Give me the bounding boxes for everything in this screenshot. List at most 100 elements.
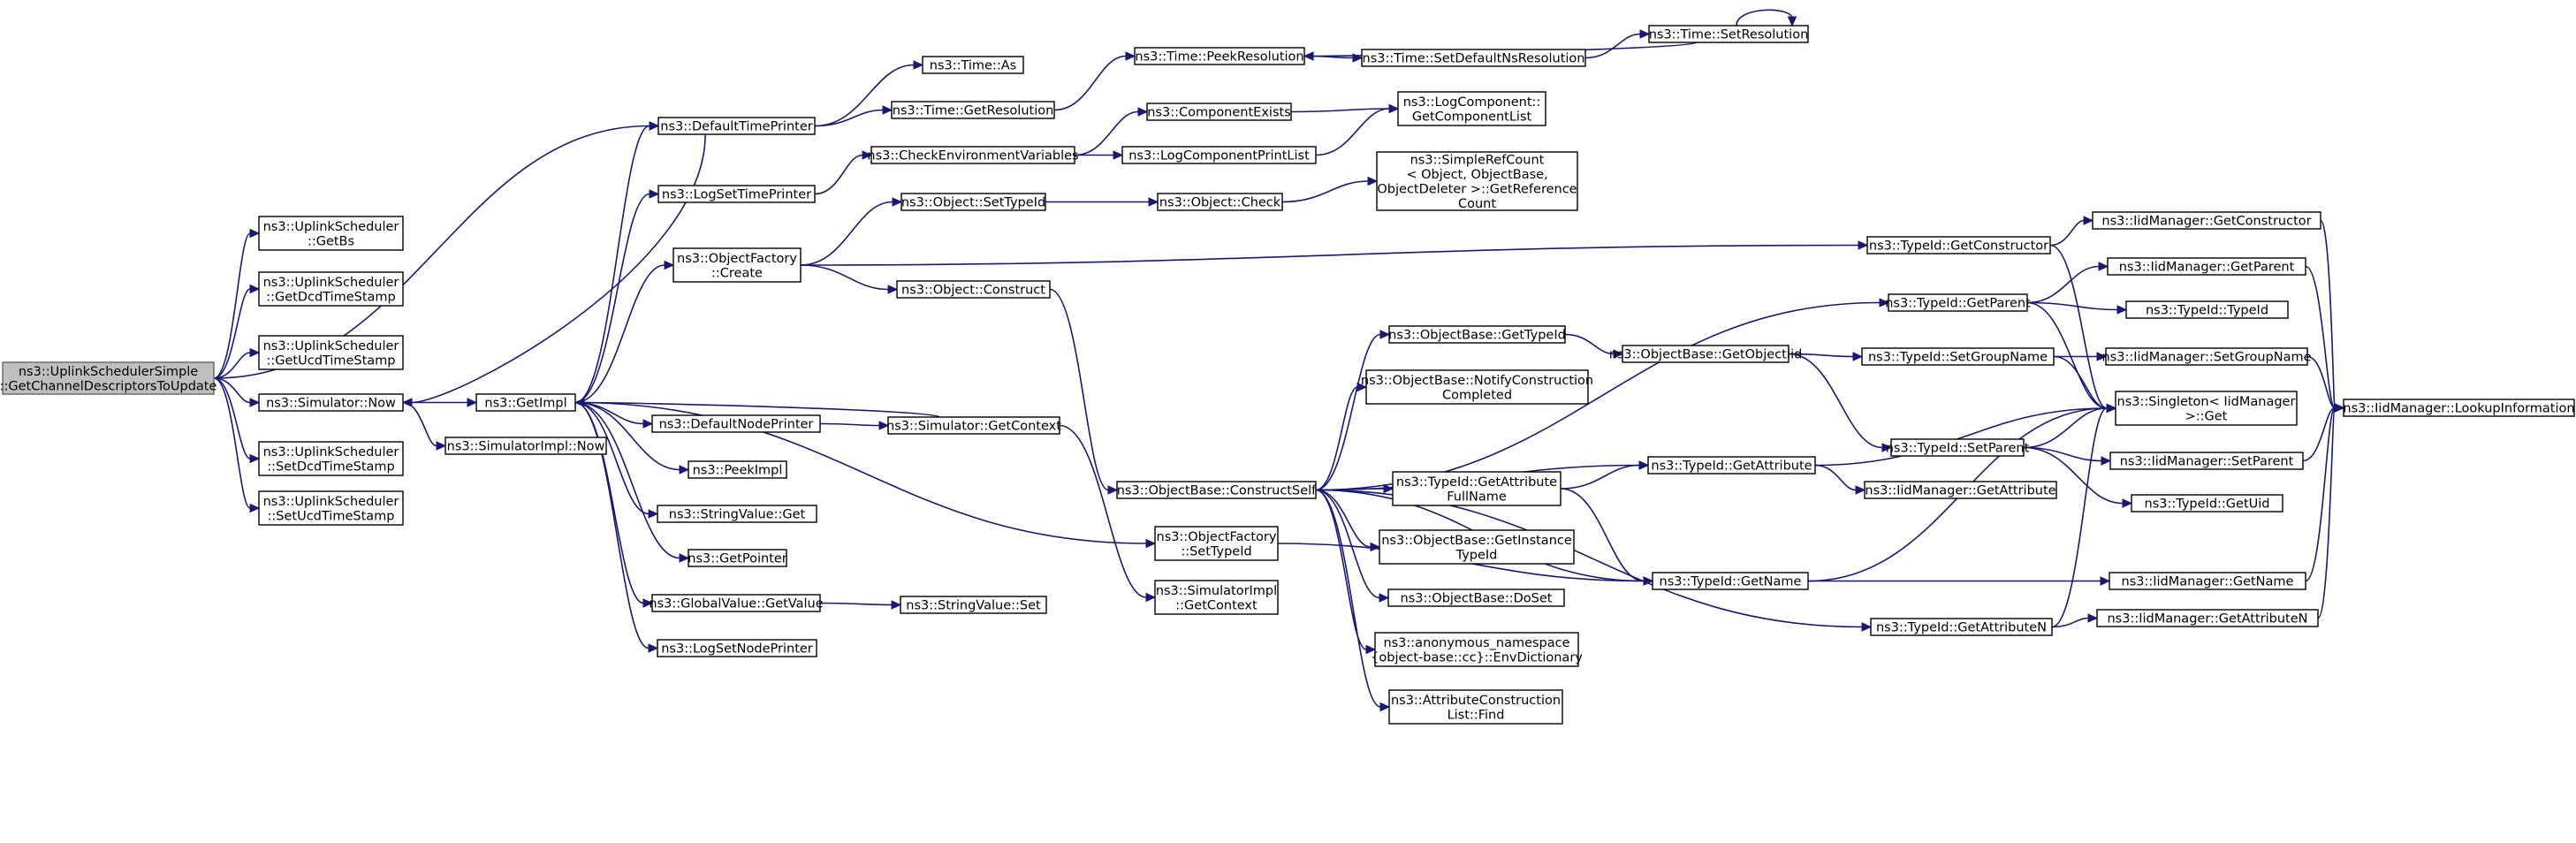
node-ns3-typeid-getconstructor[interactable]: ns3::TypeId::GetConstructor [1866, 236, 2051, 254]
node-box[interactable] [258, 490, 404, 526]
node-box[interactable] [1365, 369, 1589, 405]
node-box[interactable] [2125, 300, 2289, 319]
node-box[interactable] [1376, 151, 1578, 211]
node-ns3-getpointer[interactable]: ns3::GetPointer [688, 549, 787, 567]
node-box[interactable] [258, 393, 404, 412]
node-box[interactable] [1379, 529, 1575, 565]
node-ns3-simulatorimpl-getcontext[interactable]: ns3::SimulatorImpl::GetContext [1154, 580, 1279, 615]
node-box[interactable] [2105, 347, 2308, 366]
node-box[interactable] [2131, 494, 2283, 513]
node-box[interactable] [1387, 589, 1565, 607]
node-ns3-objectbase-notifyconstruction-completed[interactable]: ns3::ObjectBase::NotifyConstructionCompl… [1361, 369, 1593, 405]
node-ns3-typeid-getname[interactable]: ns3::TypeId::GetName [1652, 572, 1809, 590]
node-box[interactable] [922, 56, 1024, 74]
node-ns3-typeid-setparent[interactable]: ns3::TypeId::SetParent [1886, 438, 2030, 457]
node-box[interactable] [1866, 236, 2051, 254]
node-box[interactable] [870, 146, 1075, 164]
node-box[interactable] [657, 117, 816, 135]
node-ns3-globalvalue-getvalue[interactable]: ns3::GlobalValue::GetValue [649, 594, 824, 612]
node-ns3-objectbase-doset[interactable]: ns3::ObjectBase::DoSet [1387, 589, 1565, 607]
node-box[interactable] [651, 594, 821, 612]
node-ns3-logsettimeprinter[interactable]: ns3::LogSetTimePrinter [657, 185, 816, 203]
node-box[interactable] [1361, 49, 1586, 67]
node-box[interactable] [896, 280, 1051, 299]
node-box[interactable] [900, 596, 1047, 614]
node-box[interactable] [2343, 399, 2575, 417]
node-ns3-iidmanager-setparent[interactable]: ns3::IidManager::SetParent [2109, 452, 2304, 470]
node-box[interactable] [2115, 391, 2298, 426]
node-box[interactable] [657, 639, 817, 657]
node-ns3-iidmanager-setgroupname[interactable]: ns3::IidManager::SetGroupName [2101, 347, 2312, 366]
node-box[interactable] [672, 247, 802, 283]
node-box[interactable] [1374, 632, 1579, 667]
node-box[interactable] [1154, 526, 1279, 561]
node-box[interactable] [1388, 689, 1563, 725]
node-ns3-time-setdefaultnsresolution[interactable]: ns3::Time::SetDefaultNsResolution [1361, 49, 1586, 67]
node-box[interactable] [891, 101, 1055, 119]
node-ns3-objectbase-gettypeid[interactable]: ns3::ObjectBase::GetTypeId [1388, 325, 1566, 344]
node-box[interactable] [688, 549, 787, 567]
node-box[interactable] [900, 193, 1046, 211]
node-ns3-anonymous-namespace-object-base-cc-envdictionary[interactable]: ns3::anonymous_namespace{object-base::cc… [1371, 632, 1583, 667]
node-ns3-logsetnodeprinter[interactable]: ns3::LogSetNodePrinter [657, 639, 817, 657]
node-ns3-uplinkscheduler-setucdtimestamp[interactable]: ns3::UplinkScheduler::SetUcdTimeStamp [258, 490, 404, 526]
node-ns3-uplinkscheduler-getucdtimestamp[interactable]: ns3::UplinkScheduler::GetUcdTimeStamp [258, 335, 404, 370]
node-ns3-time-getresolution[interactable]: ns3::Time::GetResolution [891, 101, 1055, 119]
node-ns3-objectfactory-settypeid[interactable]: ns3::ObjectFactory::SetTypeId [1154, 526, 1279, 561]
node-box[interactable] [1888, 293, 2028, 312]
node-box[interactable] [887, 416, 1060, 435]
node-ns3-objectbase-constructself[interactable]: ns3::ObjectBase::ConstructSelf [1116, 481, 1317, 499]
node-box[interactable] [258, 216, 404, 251]
node-box[interactable] [1652, 572, 1809, 590]
node-box[interactable] [1154, 580, 1279, 615]
node-box[interactable] [1157, 193, 1283, 211]
node-box[interactable] [1864, 481, 2057, 499]
node-box[interactable] [1116, 481, 1317, 499]
node-ns3-iidmanager-getattributen[interactable]: ns3::IidManager::GetAttributeN [2096, 609, 2319, 627]
node-ns3-getimpl[interactable]: ns3::GetImpl [475, 393, 576, 412]
node-ns3-typeid-getattribute[interactable]: ns3::TypeId::GetAttribute [1647, 456, 1816, 475]
node-box[interactable] [2, 361, 215, 395]
node-box[interactable] [2096, 609, 2319, 627]
node-ns3-typeid-typeid[interactable]: ns3::TypeId::TypeId [2125, 300, 2289, 319]
node-box[interactable] [475, 393, 576, 412]
node-ns3-simulatorimpl-now[interactable]: ns3::SimulatorImpl::Now [445, 437, 607, 455]
node-ns3-objectfactory-create[interactable]: ns3::ObjectFactory::Create [672, 247, 802, 283]
node-box[interactable] [445, 437, 607, 455]
node-box[interactable] [2092, 211, 2321, 230]
node-box[interactable] [1397, 91, 1546, 126]
node-ns3-defaultnodeprinter[interactable]: ns3::DefaultNodePrinter [651, 414, 821, 433]
node-box[interactable] [1134, 47, 1305, 65]
node-box[interactable] [1146, 103, 1292, 121]
node-ns3-typeid-getparent[interactable]: ns3::TypeId::GetParent [1885, 293, 2031, 312]
node-box[interactable] [1121, 146, 1317, 164]
node-box[interactable] [2109, 572, 2306, 590]
node-ns3-stringvalue-set[interactable]: ns3::StringValue::Set [900, 596, 1047, 614]
node-box[interactable] [1890, 438, 2025, 457]
node-ns3-iidmanager-lookupinformation[interactable]: ns3::IidManager::LookupInformation [2343, 399, 2575, 417]
node-box[interactable] [1870, 618, 2053, 636]
node-ns3-time-peekresolution[interactable]: ns3::Time::PeekResolution [1134, 47, 1305, 65]
node-ns3-singleton-iidmanager-get[interactable]: ns3::Singleton< IidManager>::Get [2115, 391, 2298, 426]
node-ns3-simulator-getcontext[interactable]: ns3::Simulator::GetContext [886, 416, 1061, 435]
node-box[interactable] [1648, 25, 1809, 43]
node-box[interactable] [688, 460, 787, 479]
node-box[interactable] [1647, 456, 1816, 475]
node-ns3-typeid-getuid[interactable]: ns3::TypeId::GetUid [2131, 494, 2283, 513]
node-box[interactable] [258, 335, 404, 370]
node-ns3-uplinkscheduler-setdcdtimestamp[interactable]: ns3::UplinkScheduler::SetDcdTimeStamp [258, 441, 404, 476]
node-ns3-typeid-setgroupname[interactable]: ns3::TypeId::SetGroupName [1861, 347, 2055, 366]
node-ns3-object-settypeid[interactable]: ns3::Object::SetTypeId [900, 193, 1046, 211]
node-ns3-iidmanager-getname[interactable]: ns3::IidManager::GetName [2109, 572, 2306, 590]
node-ns3-defaulttimeprinter[interactable]: ns3::DefaultTimePrinter [657, 117, 816, 135]
node-ns3-iidmanager-getparent[interactable]: ns3::IidManager::GetParent [2107, 257, 2306, 276]
node-ns3-time-as[interactable]: ns3::Time::As [922, 56, 1024, 74]
node-ns3-simplerefcount-object-objectbase-objectdeleter-getreference-count[interactable]: ns3::SimpleRefCount< Object, ObjectBase,… [1376, 151, 1578, 211]
node-box[interactable] [2107, 257, 2306, 276]
node-box[interactable] [657, 185, 816, 203]
node-ns3-logcomponentprintlist[interactable]: ns3::LogComponentPrintList [1121, 146, 1317, 164]
node-ns3-checkenvironmentvariables[interactable]: ns3::CheckEnvironmentVariables [867, 146, 1079, 164]
node-box[interactable] [651, 414, 821, 433]
